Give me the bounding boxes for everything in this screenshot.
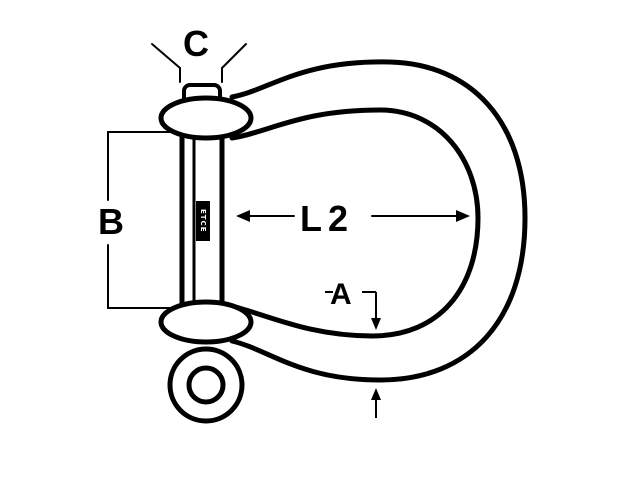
dim-l2-right-arrowhead — [456, 210, 470, 222]
dimension-b-label: B — [98, 201, 124, 242]
dimension-c-label: C — [183, 23, 209, 64]
upper-eye-flange — [158, 95, 254, 141]
dimension-a-label: A — [330, 278, 352, 311]
dim-a-down-arrowhead — [371, 318, 381, 330]
pin-marking-text: ETCE — [196, 201, 210, 241]
bow-inner-outline — [229, 107, 481, 339]
dim-c-left-leader — [151, 43, 181, 69]
dimension-l2-label: L2 — [300, 198, 355, 239]
dim-c-right-leader — [221, 43, 247, 69]
dim-l2-left-arrowhead — [236, 210, 250, 222]
lower-eye-flange — [158, 299, 254, 345]
bow-outer-outline — [229, 59, 528, 383]
pin-head-eye-inner — [186, 365, 226, 405]
dim-a-up-arrowhead — [371, 388, 381, 400]
